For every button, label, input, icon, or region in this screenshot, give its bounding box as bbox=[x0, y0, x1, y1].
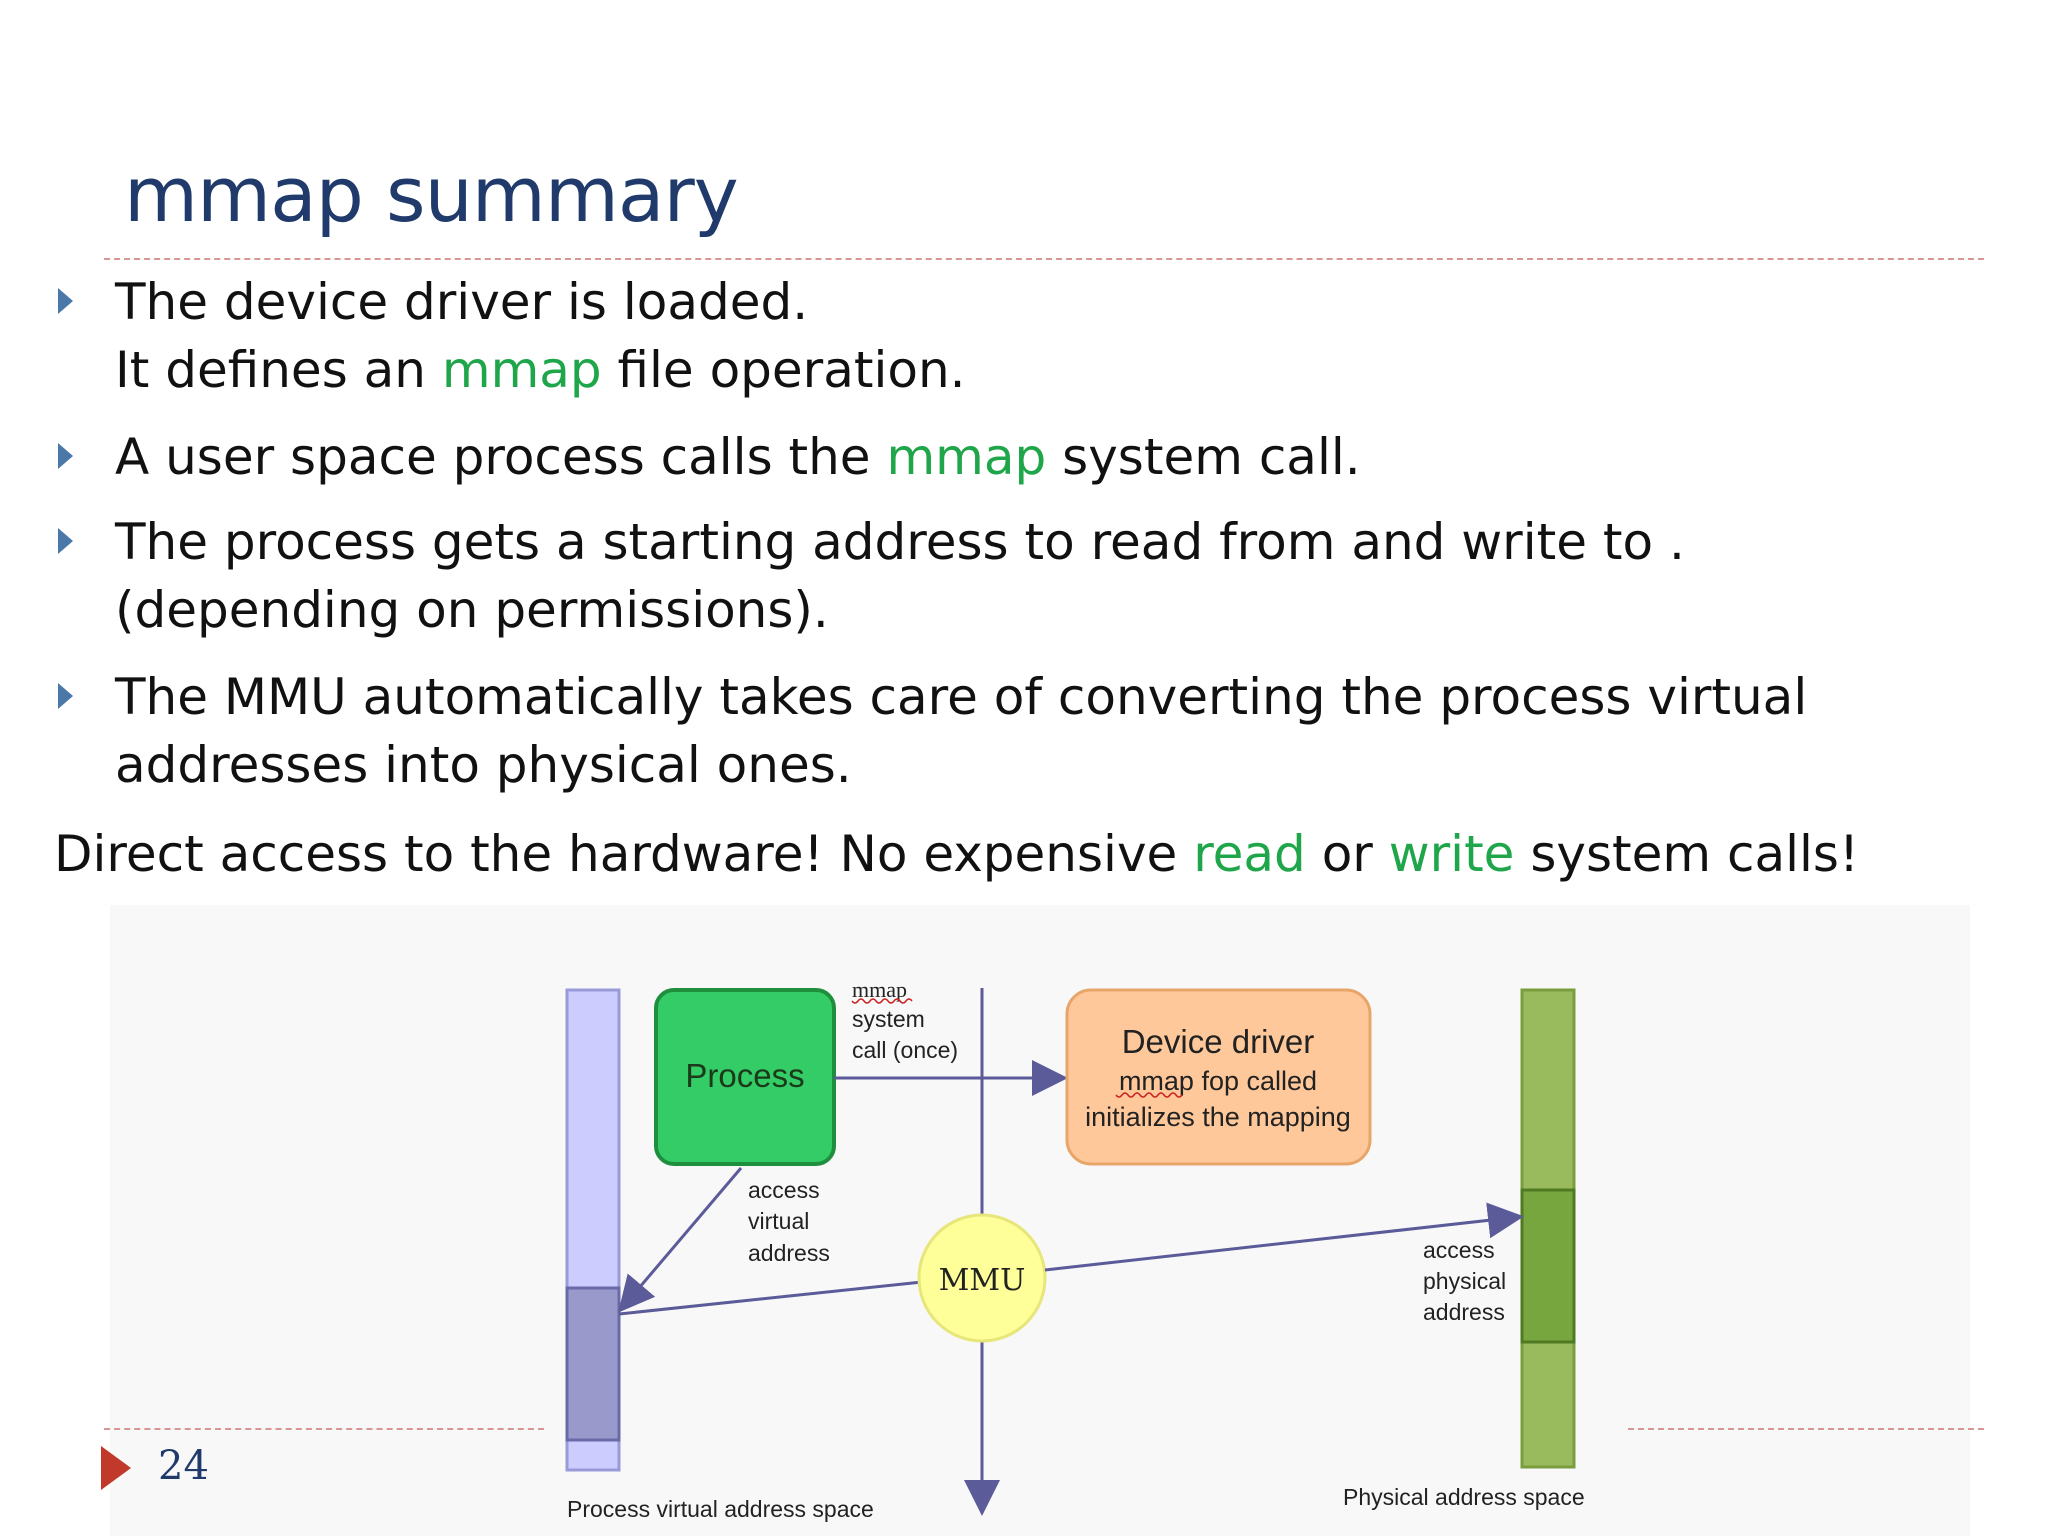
footer-divider-left bbox=[104, 1428, 544, 1430]
driver-fop-label: mmap fop called bbox=[1119, 1066, 1317, 1096]
footer-divider-right bbox=[1628, 1428, 1984, 1430]
bullet-text: file operation. bbox=[601, 341, 966, 399]
bullet-text: (depending on permissions). bbox=[115, 581, 829, 639]
direct-text-3: system calls! bbox=[1514, 825, 1860, 883]
diagram-background bbox=[110, 905, 1970, 1536]
bullet-line: The device driver is loaded. bbox=[115, 268, 808, 336]
physical-space-label: Physical address space bbox=[1343, 1484, 1585, 1510]
mmap-call-word: mmap bbox=[852, 977, 907, 1002]
bullet-line: The process gets a starting address to r… bbox=[115, 508, 1685, 576]
direct-text-2: or bbox=[1305, 825, 1389, 883]
mmu-to-physical-arrow bbox=[1044, 1202, 1524, 1272]
slide-title: mmap summary bbox=[124, 150, 739, 239]
mmap-keyword: mmap bbox=[441, 341, 602, 399]
access-virtual-line2: virtual bbox=[748, 1208, 809, 1234]
access-virtual-line3: address bbox=[748, 1240, 830, 1266]
driver-mapping-label: initializes the mapping bbox=[1085, 1102, 1351, 1132]
mmap-underline bbox=[851, 998, 913, 1004]
driver-mmap-underline bbox=[1115, 1092, 1183, 1098]
footer-arrow-icon bbox=[101, 1446, 131, 1490]
mmu-label: MMU bbox=[939, 1263, 1026, 1298]
bullet-marker-icon bbox=[58, 443, 73, 469]
bullet-marker-icon bbox=[58, 288, 73, 314]
access-physical-line1: access bbox=[1423, 1237, 1495, 1263]
process-label: Process bbox=[685, 1057, 804, 1094]
bullet-text: A user space process calls the bbox=[115, 428, 887, 486]
mmap-keyword: mmap bbox=[886, 428, 1047, 486]
device-driver-box bbox=[1065, 988, 1372, 1166]
bullet-line: It defines an mmap file operation. bbox=[115, 336, 966, 404]
access-virtual-line1: access bbox=[748, 1177, 820, 1203]
virtual-to-mmu-line bbox=[618, 1280, 923, 1316]
virtual-space-label: Process virtual address space bbox=[567, 1496, 874, 1522]
access-physical-line2: physical bbox=[1423, 1268, 1506, 1294]
access-virtual-arrow bbox=[618, 1167, 743, 1313]
driver-title: Device driver bbox=[1122, 1023, 1315, 1060]
bullet-marker-icon bbox=[58, 528, 73, 554]
bullet-text: The process gets a starting address to r… bbox=[115, 513, 1685, 571]
bullet-text: It defines an bbox=[115, 341, 442, 399]
bullet-text: system call. bbox=[1046, 428, 1361, 486]
call-once-label: call (once) bbox=[852, 1037, 958, 1063]
bullet-line: (depending on permissions). bbox=[115, 576, 829, 644]
write-keyword: write bbox=[1388, 825, 1515, 883]
mmu-circle bbox=[917, 1213, 1047, 1343]
bullet-line: addresses into physical ones. bbox=[115, 731, 852, 799]
bullet-marker-icon bbox=[58, 683, 73, 709]
read-keyword: read bbox=[1193, 825, 1306, 883]
bullet-text: The device driver is loaded. bbox=[115, 273, 809, 331]
system-call-word: system bbox=[852, 1006, 925, 1032]
bullet-line: A user space process calls the mmap syst… bbox=[115, 423, 1361, 491]
bullet-text: addresses into physical ones. bbox=[115, 736, 852, 794]
bullet-text: The MMU automatically takes care of conv… bbox=[115, 668, 1808, 726]
title-divider bbox=[104, 258, 1984, 260]
virtual-mapped-region bbox=[565, 1286, 621, 1442]
physical-mapped-region bbox=[1520, 1188, 1576, 1344]
page-number: 24 bbox=[158, 1443, 209, 1489]
bullet-line: The MMU automatically takes care of conv… bbox=[115, 663, 1807, 731]
direct-text-1: Direct access to the hardware! No expens… bbox=[54, 825, 1194, 883]
access-physical-line3: address bbox=[1423, 1299, 1505, 1325]
direct-access-line: Direct access to the hardware! No expens… bbox=[54, 820, 1859, 888]
